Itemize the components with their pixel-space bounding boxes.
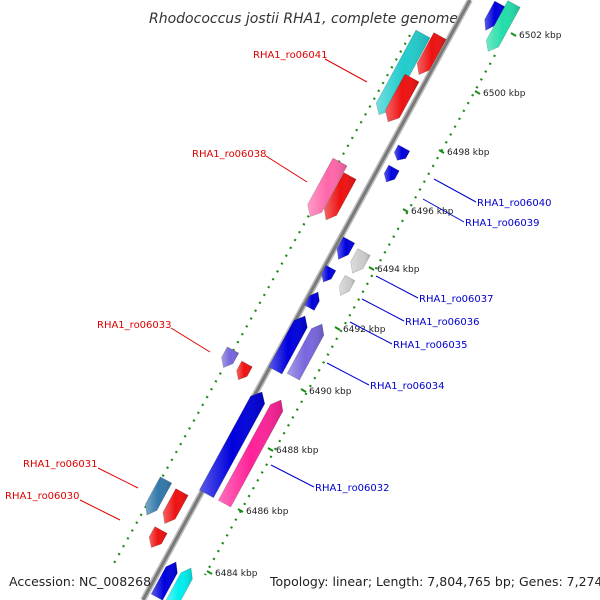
gene-label-ro06039[interactable]: RHA1_ro06039: [465, 218, 540, 229]
callout-line-ro06038: [265, 155, 308, 183]
scale-label: 6488 kbp: [276, 446, 319, 456]
gene-label-ro06040[interactable]: RHA1_ro06040: [477, 198, 552, 209]
gene-ro06040: [393, 144, 411, 161]
gene-ro06041-bar: [375, 29, 431, 116]
gene-label-ro06034[interactable]: RHA1_ro06034: [370, 381, 445, 392]
scale-label: 6490 kbp: [309, 387, 352, 397]
callout-line-ro06037: [375, 275, 419, 299]
gene-label-ro06037[interactable]: RHA1_ro06037: [419, 294, 494, 305]
gene-ro06041-red-b: [385, 73, 420, 123]
gene-label-ro06031[interactable]: RHA1_ro06031: [23, 459, 98, 470]
gene-ro06032-blue: [199, 391, 266, 499]
gene-ro06036-blue: [321, 264, 337, 283]
gene-ro06036-gray: [339, 274, 356, 297]
callout-line-ro06033: [170, 327, 211, 353]
gene-ro06031-red: [162, 488, 189, 525]
callout-line-ro06034: [326, 362, 370, 386]
gene-label-ro06041[interactable]: RHA1_ro06041: [253, 50, 328, 61]
scale-tick: [510, 32, 517, 37]
gene-label-ro06030[interactable]: RHA1_ro06030: [5, 491, 80, 502]
gene-ro06030: [148, 526, 168, 548]
callout-line-ro06030: [79, 499, 121, 521]
callout-line-ro06036: [361, 298, 405, 322]
callout-line-ro06035: [349, 321, 393, 345]
scale-label: 6500 kbp: [483, 89, 526, 99]
scale-tick: [300, 388, 307, 393]
gene-bottom-cyan: [165, 567, 193, 600]
gene-top-right-green: [486, 0, 521, 52]
scale-tick: [334, 326, 341, 331]
scale-label: 6498 kbp: [447, 148, 490, 158]
scale-label: 6496 kbp: [411, 207, 454, 217]
gene-ro06037-blue: [336, 236, 356, 260]
scale-tick: [368, 266, 375, 271]
scale-label: 6486 kbp: [246, 507, 289, 517]
genome-backbone: [140, 0, 473, 600]
scale-tick: [267, 447, 274, 452]
callout-line-ro06039: [422, 198, 465, 223]
gene-bottom-blue: [150, 561, 178, 600]
gene-top-right-blue: [484, 0, 506, 31]
gene-label-ro06033[interactable]: RHA1_ro06033: [97, 320, 172, 331]
gene-ro06034-blue: [268, 315, 308, 375]
scale-label: 6484 kbp: [215, 569, 258, 579]
gene-ro06038-orange: [307, 157, 348, 217]
gene-ro06032-pink: [217, 399, 284, 508]
callout-line-ro06032: [270, 464, 315, 488]
gene-ro06035: [304, 291, 320, 311]
gene-label-ro06038[interactable]: RHA1_ro06038: [192, 149, 267, 160]
gene-label-ro06032[interactable]: RHA1_ro06032: [315, 483, 390, 494]
tick-track-right-outer: [204, 54, 496, 576]
callout-line-ro06041: [324, 58, 368, 83]
gene-ro06033-purple: [221, 346, 240, 368]
callout-line-ro06031: [97, 467, 139, 489]
gene-ro06038-red: [323, 172, 357, 221]
gene-ro06031: [145, 476, 173, 516]
scale-tick: [402, 208, 409, 213]
scale-tick: [474, 90, 481, 95]
callout-line-ro06040: [433, 178, 477, 203]
gene-features: [145, 0, 521, 600]
gene-ro06041-red-a: [416, 32, 447, 76]
scale-label: 6494 kbp: [377, 265, 420, 275]
scale-tick: [206, 570, 213, 575]
topology-label: Topology: linear; Length: 7,804,765 bp; …: [269, 574, 600, 589]
gene-ro06039: [383, 164, 400, 183]
gene-label-ro06035[interactable]: RHA1_ro06035: [393, 340, 468, 351]
scale-tick: [237, 508, 244, 513]
gene-ro06037-gray: [350, 248, 371, 274]
gene-ro06033-red: [236, 360, 253, 381]
gene-ro06034-purple: [286, 323, 325, 381]
scale-label: 6502 kbp: [519, 31, 562, 41]
accession-label: Accession: NC_008268: [9, 574, 151, 589]
gene-callouts: RHA1_ro06041RHA1_ro06038RHA1_ro06033RHA1…: [5, 50, 552, 521]
gene-label-ro06036[interactable]: RHA1_ro06036: [405, 317, 480, 328]
scale-tick: [438, 149, 445, 154]
map-title: Rhodococcus jostii RHA1, complete genome: [149, 11, 458, 27]
